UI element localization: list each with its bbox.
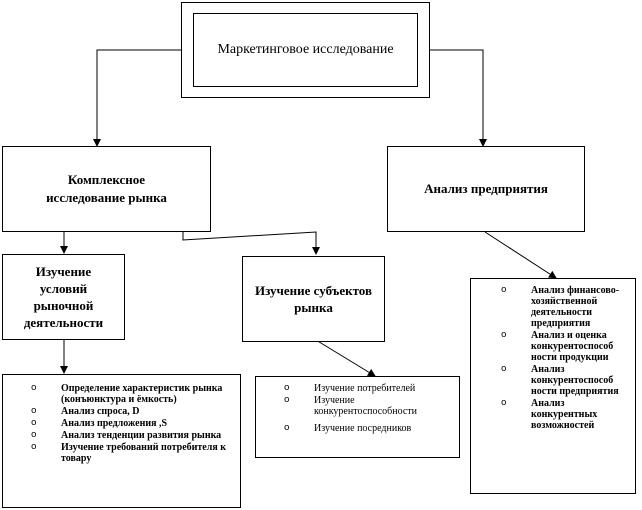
list-item: o Определение характеристик рынка (конъюн… xyxy=(31,383,236,405)
bullet-icon: o xyxy=(31,418,37,428)
arrow-enterprise-to-list xyxy=(484,231,557,279)
bullet-icon: o xyxy=(284,395,290,405)
list-item-text: Изучение посредников xyxy=(314,423,412,434)
list-item: o Анализ конкурентных возможностей xyxy=(501,398,631,431)
list-item: o Изучение требований потребителя к товар… xyxy=(31,442,236,464)
list-item-text: Анализ конкурентоспособ ности предприяти… xyxy=(531,364,619,397)
list-item: o Изучение посредников xyxy=(284,423,455,434)
bullet-icon: o xyxy=(31,430,37,440)
list-item-text: Анализ и оценка конкурентоспособ ности п… xyxy=(531,330,614,363)
complex-research-node: Комплексное исследование рынка xyxy=(2,146,211,232)
subjects-node: Изучение субъектов рынка xyxy=(242,256,385,342)
conditions-label: Изучение условий рыночной деятельности xyxy=(23,264,104,330)
list-item: o Анализ финансово-хозяйственной деятельн… xyxy=(501,285,631,329)
conditions-node: Изучение условий рыночной деятельности xyxy=(2,254,125,340)
list-item-text: Анализ спроса, D xyxy=(61,406,140,417)
bullet-icon: o xyxy=(31,383,37,393)
list-item: o Анализ конкурентоспособ ности предприят… xyxy=(501,364,631,397)
enterprise-analysis-node: Анализ предприятия xyxy=(387,146,585,232)
enterprise-list-box: o Анализ финансово-хозяйственной деятельн… xyxy=(470,278,636,494)
list-item-text: Изучение потребителей xyxy=(314,383,416,394)
root-label: Маркетинговое исследование xyxy=(217,42,394,57)
bullet-icon: o xyxy=(501,330,507,340)
bullet-icon: o xyxy=(31,406,37,416)
arrow-complex-to-subjects xyxy=(182,231,320,255)
bullet-icon: o xyxy=(31,442,37,452)
bullet-icon: o xyxy=(284,423,290,433)
list-item-text: Анализ предложения ,S xyxy=(61,418,168,429)
list-item: o Анализ предложения ,S xyxy=(31,418,236,429)
arrow-subjects-to-list xyxy=(315,339,376,377)
list-item-text: Анализ тенденции развития рынка xyxy=(61,430,222,441)
enterprise-list: o Анализ финансово-хозяйственной деятельн… xyxy=(501,285,631,431)
bullet-icon: o xyxy=(501,285,507,295)
complex-research-label: Комплексное исследование рынка xyxy=(46,172,167,205)
bullet-icon: o xyxy=(284,383,290,393)
list-item-text: Изучение требований потребителя к товару xyxy=(61,442,227,464)
subjects-label: Изучение субъектов рынка xyxy=(254,283,373,315)
arrow-root-to-enterprise xyxy=(430,49,487,147)
list-item-text: Определение характеристик рынка (конъюнк… xyxy=(61,383,223,405)
list-item: o Анализ спроса, D xyxy=(31,406,236,417)
list-item: o Анализ и оценка конкурентоспособ ности … xyxy=(501,330,631,363)
root-node: Маркетинговое исследование xyxy=(181,2,430,98)
list-item-text: Анализ конкурентных возможностей xyxy=(531,398,598,431)
conditions-list-box: o Определение характеристик рынка (конъюн… xyxy=(2,374,241,508)
bullet-icon: o xyxy=(501,364,507,374)
enterprise-analysis-label: Анализ предприятия xyxy=(424,181,548,196)
list-item: o Анализ тенденции развития рынка xyxy=(31,430,236,441)
arrow-root-to-complex xyxy=(93,49,181,147)
list-item-text: Изучение конкурентоспособности xyxy=(314,395,418,417)
list-item: o Изучение потребителей xyxy=(284,383,455,394)
conditions-list: o Определение характеристик рынка (конъюн… xyxy=(31,383,236,464)
list-item-text: Анализ финансово-хозяйственной деятельно… xyxy=(531,285,620,329)
list-item: o Изучение конкурентоспособности xyxy=(284,395,455,417)
bullet-icon: o xyxy=(501,398,507,408)
